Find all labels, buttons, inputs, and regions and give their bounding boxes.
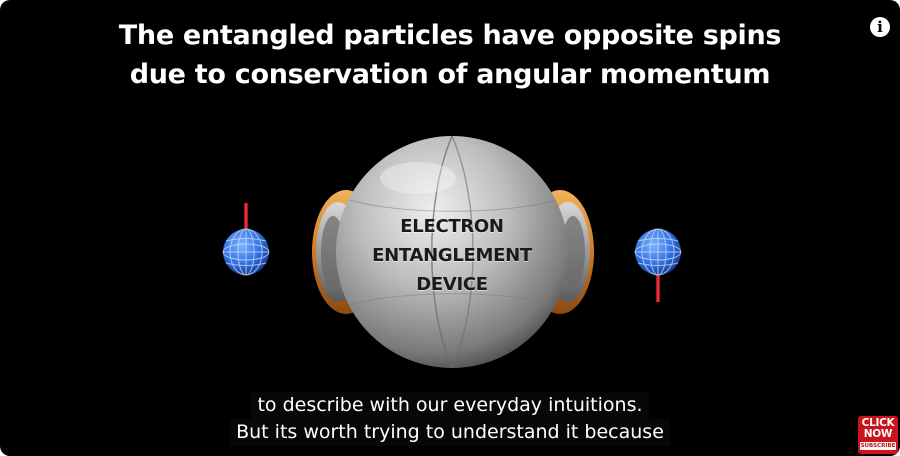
subscribe-badge[interactable]: CLICK NOW SUBSCRIBE: [858, 416, 898, 454]
device-label-line-1: ELECTRON: [400, 216, 504, 237]
subscribe-badge-line-3: SUBSCRIBE: [860, 442, 896, 450]
subscribe-badge-line-1: CLICK: [861, 417, 895, 429]
info-icon[interactable]: i: [870, 17, 890, 37]
caption-line-1: to describe with our everyday intuitions…: [251, 392, 649, 419]
caption-line-2: But its worth trying to understand it be…: [230, 419, 670, 446]
video-headline: The entangled particles have opposite sp…: [0, 16, 900, 94]
device-label-line-2: ENTANGLEMENT: [372, 245, 532, 266]
right-particle-spin-down: [634, 228, 682, 302]
spin-up-arrow-icon: [244, 203, 248, 233]
spin-down-arrow-icon: [656, 272, 660, 302]
entanglement-device: [336, 135, 568, 369]
left-particle-spin-up: [222, 203, 270, 276]
headline-line-2: due to conservation of angular momentum: [129, 59, 771, 90]
headline-line-1: The entangled particles have opposite sp…: [118, 20, 782, 51]
subscribe-badge-line-2: NOW: [863, 428, 893, 440]
closed-captions: to describe with our everyday intuitions…: [0, 392, 900, 446]
device-label-line-3: DEVICE: [416, 274, 488, 295]
device-label: ELECTRON ENTANGLEMENT DEVICE: [352, 212, 552, 299]
